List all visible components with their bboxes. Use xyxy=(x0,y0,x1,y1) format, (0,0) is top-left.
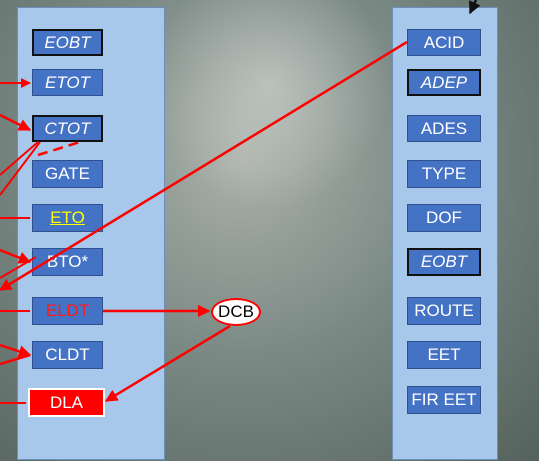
arrow-bto-a xyxy=(0,256,37,279)
left-box-label: EOBT xyxy=(44,32,91,52)
right-box-label: ADES xyxy=(420,118,468,138)
left-box-ctot: CTOT xyxy=(32,115,103,142)
left-box-eto: ETO xyxy=(32,204,103,232)
arrow-into-ctot-a xyxy=(0,113,32,132)
arrow-into-cldt-b xyxy=(0,353,31,366)
arrow-dcb-to-dla xyxy=(104,324,231,403)
arrow-acid-to-left xyxy=(0,40,408,292)
right-box-label: DOF xyxy=(426,208,462,227)
right-box-type: TYPE xyxy=(407,160,481,188)
arrow-into-bto-a xyxy=(0,248,32,264)
left-box-eobt: EOBT xyxy=(32,29,103,56)
right-box-label: ACID xyxy=(423,32,465,52)
right-box-label: TYPE xyxy=(421,164,467,183)
left-box-label: ETOT xyxy=(44,72,91,92)
right-box-label: ROUTE xyxy=(414,301,474,320)
left-box-gate: GATE xyxy=(32,160,103,188)
left-box-label: CLDT xyxy=(45,345,90,364)
left-box-etot: ETOT xyxy=(32,69,103,96)
right-box-fir-eet: FIR EET xyxy=(407,386,481,414)
arrow-dashed-ctot xyxy=(37,140,81,157)
dcb-node: DCB xyxy=(211,298,261,326)
left-box-label: BTO* xyxy=(46,252,89,271)
arrow-ctot-gate-a xyxy=(0,141,39,176)
left-box-eldt: ELDT xyxy=(32,297,103,325)
arrow-black-top xyxy=(468,0,481,15)
right-box-eobt: EOBT xyxy=(407,248,481,276)
right-box-label: EOBT xyxy=(420,252,468,271)
right-box-ades: ADES xyxy=(407,115,481,142)
right-box-label: FIR EET xyxy=(411,390,477,409)
left-box-label: CTOT xyxy=(44,118,91,138)
left-box-label: ELDT xyxy=(45,301,90,320)
right-box-acid: ACID xyxy=(407,29,481,56)
left-box-label: DLA xyxy=(49,392,84,412)
right-box-label: ADEP xyxy=(420,72,468,92)
left-box-label: GATE xyxy=(44,164,91,183)
left-box-cldt: CLDT xyxy=(32,341,103,369)
dcb-label: DCB xyxy=(218,302,254,321)
right-box-adep: ADEP xyxy=(407,69,481,96)
arrow-into-cldt-a xyxy=(0,343,32,358)
arrow-ctot-gate-b xyxy=(0,141,41,196)
right-box-label: EET xyxy=(427,345,461,364)
left-box-dla: DLA xyxy=(28,388,105,417)
right-box-dof: DOF xyxy=(407,204,481,232)
left-box-label: ETO xyxy=(50,208,85,227)
right-box-eet: EET xyxy=(407,341,481,369)
right-box-route: ROUTE xyxy=(407,297,481,325)
